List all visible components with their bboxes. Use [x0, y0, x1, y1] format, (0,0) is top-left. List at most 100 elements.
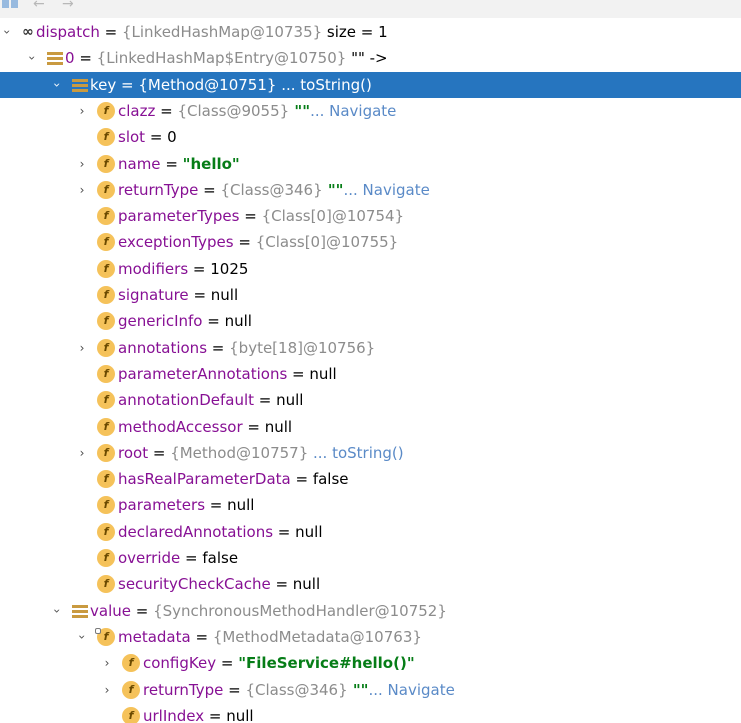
tree-row[interactable]: › value = {SynchronousMethodHandler@10752… [0, 598, 741, 624]
variable-name: override [118, 549, 181, 567]
expand-arrow-icon[interactable]: › [79, 182, 85, 197]
navigate-link[interactable]: ... Navigate [368, 680, 455, 699]
tree-row-text: override = false [118, 548, 238, 568]
collapse-arrow-icon[interactable]: › [75, 634, 89, 640]
expand-arrow-icon[interactable]: › [79, 445, 85, 460]
variable-value: null [227, 496, 255, 515]
arrow-left-icon[interactable]: ← [33, 0, 45, 8]
object-reference: {Class@346} [245, 680, 348, 699]
tree-row[interactable]: ›key = {Method@10751} ... toString() [0, 71, 741, 98]
object-reference: {Class[0]@10755} [255, 233, 399, 252]
field-icon: f [97, 286, 115, 304]
collapse-arrow-icon[interactable]: › [25, 55, 39, 61]
variable-value: false [312, 470, 349, 489]
tree-row-text: metadata = {MethodMetadata@10763} [118, 627, 422, 647]
map-entry-icon [72, 604, 88, 618]
layout-grid-icon[interactable] [2, 0, 18, 8]
navigate-link[interactable]: ... Navigate [310, 101, 397, 120]
variable-name: returnType [118, 180, 199, 199]
equals-sign: = [254, 391, 277, 410]
locked-field-icon: f [97, 627, 115, 646]
variable-name: modifiers [118, 259, 189, 278]
equals-sign: = [290, 470, 313, 489]
variable-value: null [292, 575, 321, 594]
equals-sign: = [207, 338, 230, 357]
equals-sign: = [99, 23, 122, 41]
variable-name: declaredAnnotations [118, 522, 274, 541]
field-icon: f [97, 312, 115, 331]
equals-sign: = [160, 154, 183, 173]
string-value: "" [289, 101, 311, 120]
navigate-link[interactable]: ... toString() [308, 443, 404, 462]
expand-arrow-icon[interactable]: › [104, 656, 110, 671]
debugger-toolbar: ← → [0, 0, 741, 18]
variable-name: urlIndex [143, 706, 205, 723]
object-reference: {Class[0]@10754} [261, 207, 405, 226]
navigate-link[interactable]: ... Navigate [343, 180, 430, 199]
variable-name: parameterTypes [118, 207, 240, 226]
field-icon: f [97, 180, 115, 199]
field-icon: f [122, 706, 140, 723]
tree-row-text: annotationDefault = null [118, 390, 303, 410]
string-value: "" [322, 180, 344, 199]
field-icon: f [97, 207, 115, 226]
variable-name: returnType [143, 680, 224, 699]
arrow-right-icon[interactable]: → [62, 0, 74, 8]
tree-row-text: parameterAnnotations = null [118, 364, 337, 384]
expand-arrow-icon[interactable]: › [79, 103, 85, 118]
equals-sign: = [242, 417, 265, 436]
object-reference: {SynchronousMethodHandler@10752} [153, 601, 447, 620]
tree-row-text: modifiers = 1025 [118, 259, 248, 279]
variable-value: null [309, 364, 337, 383]
collapse-arrow-icon[interactable]: › [0, 29, 14, 35]
collapse-arrow-icon[interactable]: › [50, 82, 64, 87]
string-value: "hello" [182, 154, 240, 173]
expand-arrow-icon[interactable]: › [104, 682, 110, 697]
variable-name: genericInfo [118, 312, 203, 331]
variable-name: annotations [118, 338, 208, 357]
map-entry-icon [47, 52, 63, 66]
tree-row-text: value = {SynchronousMethodHandler@10752} [90, 601, 447, 621]
field-icon: f [97, 496, 115, 515]
field-icon: f [97, 391, 115, 410]
expand-arrow-icon[interactable]: › [79, 340, 85, 355]
equals-sign: = [270, 575, 293, 594]
variable-name: parameterAnnotations [118, 364, 288, 383]
variable-name: configKey [143, 654, 217, 673]
equals-sign: = [223, 680, 246, 699]
tree-row-text: annotations = {byte[18]@10756} [118, 338, 375, 358]
tree-row-text: signature = null [118, 285, 238, 305]
tree-row-text: exceptionTypes = {Class[0]@10755} [118, 232, 398, 252]
expand-arrow-icon[interactable]: › [79, 156, 85, 171]
field-icon: f [97, 101, 115, 120]
tree-row[interactable]: ›0 = {LinkedHashMap$Entry@10750} "" -> [0, 45, 741, 71]
equals-sign: = [145, 128, 168, 147]
collapse-arrow-icon[interactable]: › [50, 608, 64, 613]
variable-name: value [90, 601, 131, 620]
tree-row[interactable]: ›∞dispatch = {LinkedHashMap@10735} size … [0, 19, 741, 45]
field-icon: f [97, 417, 115, 436]
